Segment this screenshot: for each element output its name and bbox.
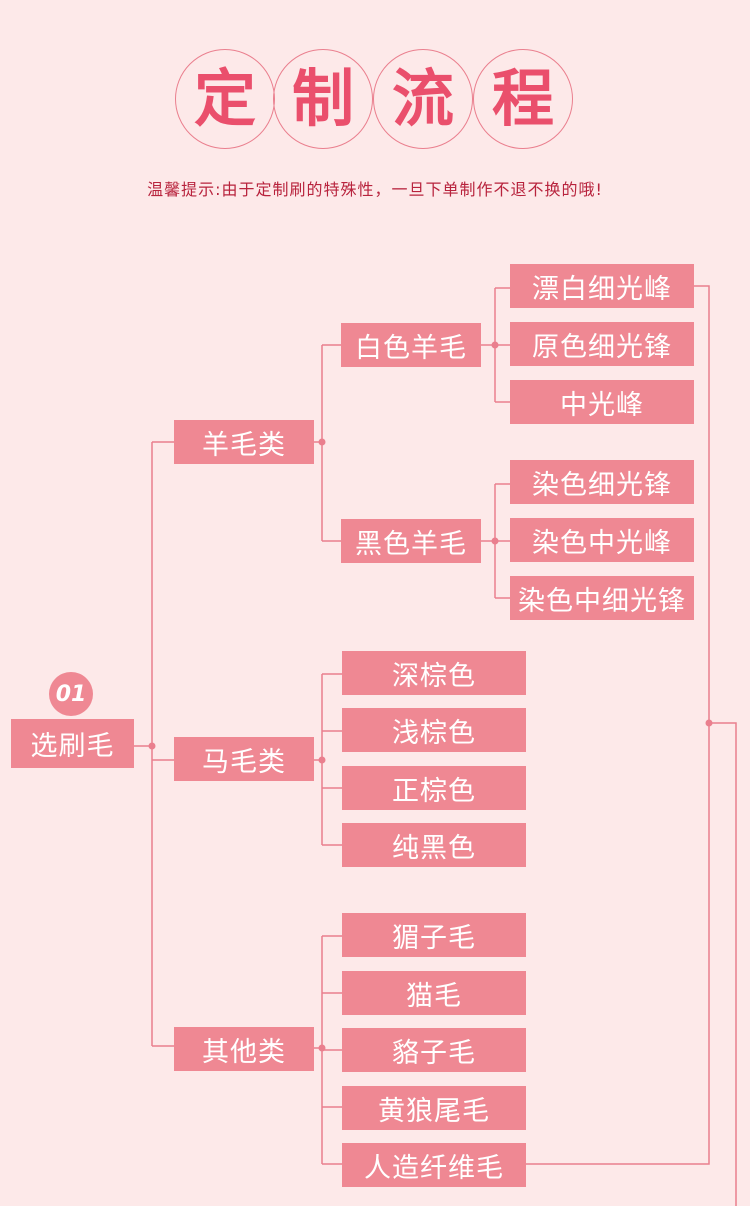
tip-text: 温馨提示:由于定制刷的特殊性，一旦下单制作不退不换的哦! — [147, 180, 603, 199]
leaf-item: 人造纤维毛 — [342, 1143, 526, 1187]
title-char: 制 — [291, 62, 354, 135]
title-circle-1: 定 — [175, 49, 275, 149]
title-char: 程 — [491, 62, 554, 135]
title-circle-2: 制 — [273, 49, 373, 149]
leaf-item: 黄狼尾毛 — [342, 1086, 526, 1130]
category-other: 其他类 — [174, 1027, 314, 1071]
category-horse: 马毛类 — [174, 737, 314, 781]
leaf-item: 染色中细光锋 — [510, 576, 694, 620]
title-char: 定 — [193, 62, 256, 135]
category-wool: 羊毛类 — [174, 420, 314, 464]
leaf-item: 原色细光锋 — [510, 322, 694, 366]
leaf-item: 中光峰 — [510, 380, 694, 424]
title-banner: 定 制 流 程 — [0, 0, 750, 170]
leaf-item: 漂白细光峰 — [510, 264, 694, 308]
leaf-item: 纯黑色 — [342, 823, 526, 867]
title-circle-4: 程 — [473, 49, 573, 149]
root-node: 选刷毛 — [11, 719, 134, 768]
leaf-item: 貉子毛 — [342, 1028, 526, 1072]
subcategory-white-wool: 白色羊毛 — [341, 323, 481, 367]
leaf-item: 染色细光锋 — [510, 460, 694, 504]
title-circle-3: 流 — [373, 49, 473, 149]
title-char: 流 — [391, 62, 454, 135]
leaf-item: 猫毛 — [342, 971, 526, 1015]
leaf-item: 染色中光峰 — [510, 518, 694, 562]
step-number-badge: 01 — [49, 672, 93, 716]
subcategory-black-wool: 黑色羊毛 — [341, 519, 481, 563]
leaf-item: 正棕色 — [342, 766, 526, 810]
leaf-item: 猸子毛 — [342, 913, 526, 957]
leaf-item: 深棕色 — [342, 651, 526, 695]
leaf-item: 浅棕色 — [342, 708, 526, 752]
